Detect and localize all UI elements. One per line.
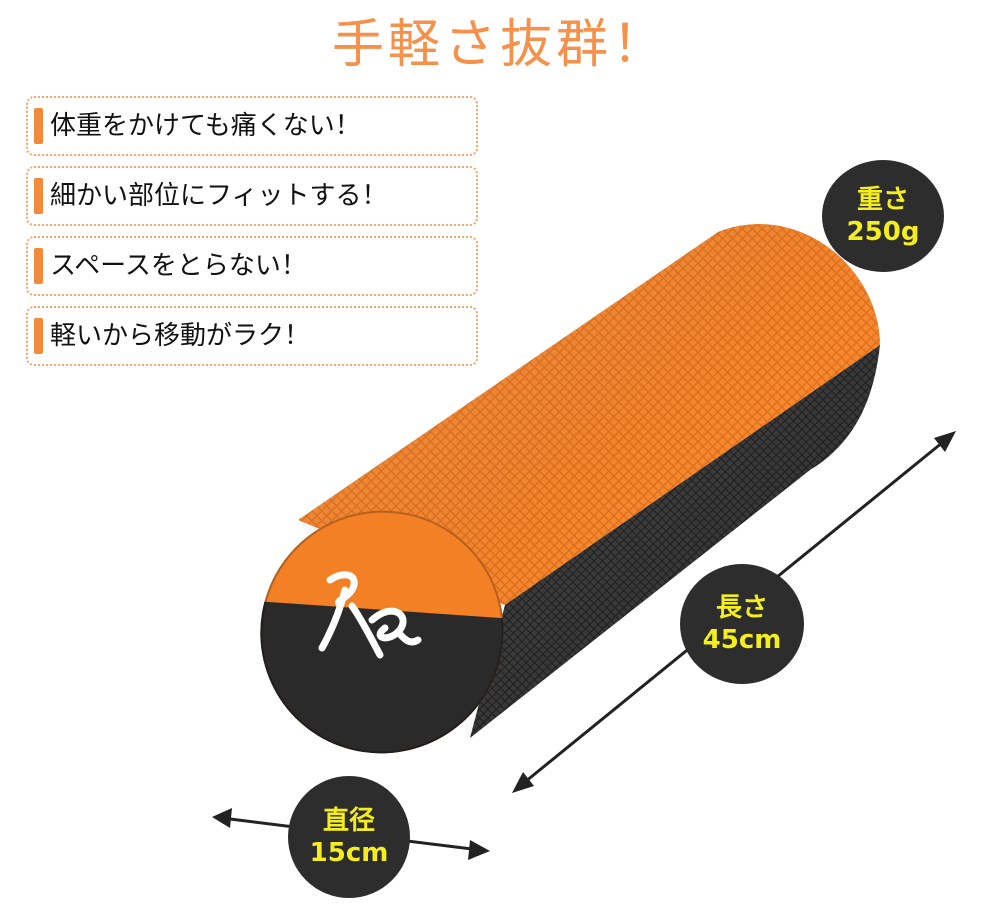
diameter-label: 直径 [322, 806, 375, 836]
weight-label: 重さ [856, 185, 909, 215]
weight-badge: 重さ 250g [822, 160, 944, 272]
feature-text: 体重をかけても痛くない！ [50, 111, 361, 141]
brand-logo [318, 571, 422, 659]
feature-item: 体重をかけても痛くない！ [26, 96, 478, 156]
feature-bullet [34, 178, 43, 214]
weight-value: 250g [846, 217, 920, 247]
diameter-value: 15cm [309, 838, 389, 868]
feature-text: スペースをとらない！ [50, 251, 307, 281]
diameter-badge: 直径 15cm [288, 776, 410, 898]
length-label: 長さ [715, 593, 768, 623]
page-title: 手軽さ抜群！ [331, 15, 668, 75]
feature-item: 細かい部位にフィットする！ [26, 166, 478, 226]
feature-item: スペースをとらない！ [26, 236, 478, 296]
feature-text: 細かい部位にフィットする！ [50, 181, 388, 211]
feature-list: 体重をかけても痛くない！ 細かい部位にフィットする！ スペースをとらない！ 軽い… [26, 96, 478, 376]
feature-item: 軽いから移動がラク！ [26, 306, 478, 366]
length-badge: 長さ 45cm [680, 564, 804, 684]
feature-text: 軽いから移動がラク！ [50, 321, 311, 351]
feature-bullet [34, 248, 43, 284]
feature-bullet [34, 318, 43, 354]
length-value: 45cm [702, 625, 782, 655]
feature-bullet [34, 108, 43, 144]
